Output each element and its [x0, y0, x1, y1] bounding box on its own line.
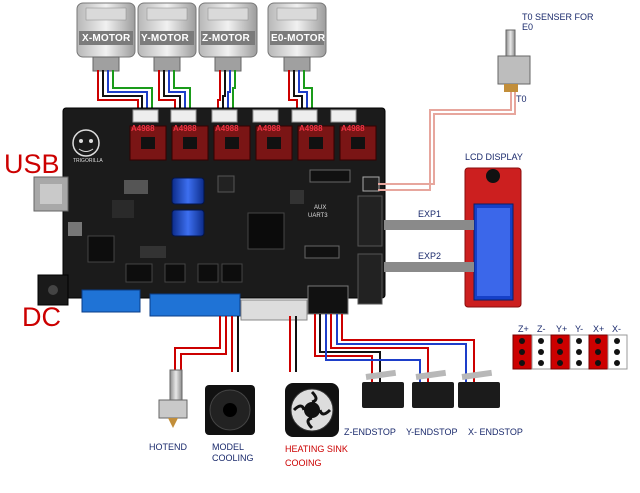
- mainboard: [62, 107, 386, 321]
- pin-label-y-minus: Y-: [575, 324, 584, 334]
- t0-sensor: [378, 29, 531, 191]
- heatsink-fan: [285, 383, 339, 437]
- peripheral-wires: [174, 314, 475, 382]
- exp2-label: EXP2: [418, 251, 442, 261]
- x-endstop: [458, 369, 500, 408]
- pin-label-z-plus: Z+: [518, 324, 529, 334]
- x-motor-label: X-MOTOR: [82, 33, 131, 44]
- exp1-label: EXP1: [418, 209, 442, 219]
- pin-label-y-plus: Y+: [556, 324, 568, 334]
- pin-label-x-plus: X+: [593, 324, 605, 334]
- lcd-display: [464, 167, 522, 308]
- aux-label: AUX: [314, 205, 327, 211]
- motor-wires: [97, 70, 313, 112]
- z-endstop-label: Z-ENDSTOP: [344, 427, 396, 437]
- e0-motor-label: E0-MOTOR: [271, 33, 326, 44]
- brand-label: TRIGORILLA: [73, 158, 103, 164]
- y-endstop: [412, 369, 454, 408]
- pin-label-x-minus: X-: [612, 324, 621, 334]
- z-endstop: [362, 369, 404, 408]
- t0-label: T0: [516, 94, 527, 104]
- pin-label-z-minus: Z-: [537, 324, 546, 334]
- z-motor: [198, 2, 258, 72]
- y-motor: [137, 2, 197, 72]
- uart-label: UART3: [308, 213, 328, 219]
- hotend: [158, 369, 188, 428]
- y-endstop-label: Y-ENDSTOP: [406, 427, 458, 437]
- model-cooling-label: MODEL COOLING: [212, 442, 254, 463]
- usb-port: [33, 176, 69, 212]
- y-motor-label: Y-MOTOR: [141, 33, 189, 44]
- driver-label: A4988: [131, 124, 155, 133]
- dc-port: [37, 274, 69, 306]
- endstop-pin-grid: [512, 334, 628, 370]
- heatsink-label: HEATING SINK COOING: [285, 444, 348, 468]
- x-endstop-label: X- ENDSTOP: [468, 427, 523, 437]
- model-cooling-fan: [205, 385, 255, 435]
- lcd-label: LCD DISPLAY: [465, 152, 523, 162]
- hotend-label: HOTEND: [149, 442, 187, 452]
- t0-sensor-label: T0 SENSER FOR E0: [522, 12, 594, 32]
- e0-motor: [267, 2, 327, 72]
- driver-label: A4988: [341, 124, 365, 133]
- driver-label: A4988: [173, 124, 197, 133]
- driver-label: A4988: [299, 124, 323, 133]
- driver-label: A4988: [257, 124, 281, 133]
- z-motor-label: Z-MOTOR: [202, 33, 250, 44]
- driver-label: A4988: [215, 124, 239, 133]
- exp-cables: [384, 220, 474, 272]
- brand-logo: [72, 129, 100, 157]
- driver-modules: [129, 125, 377, 161]
- x-motor: [76, 2, 136, 72]
- dc-label: DC: [22, 302, 61, 332]
- usb-label: USB: [4, 149, 60, 179]
